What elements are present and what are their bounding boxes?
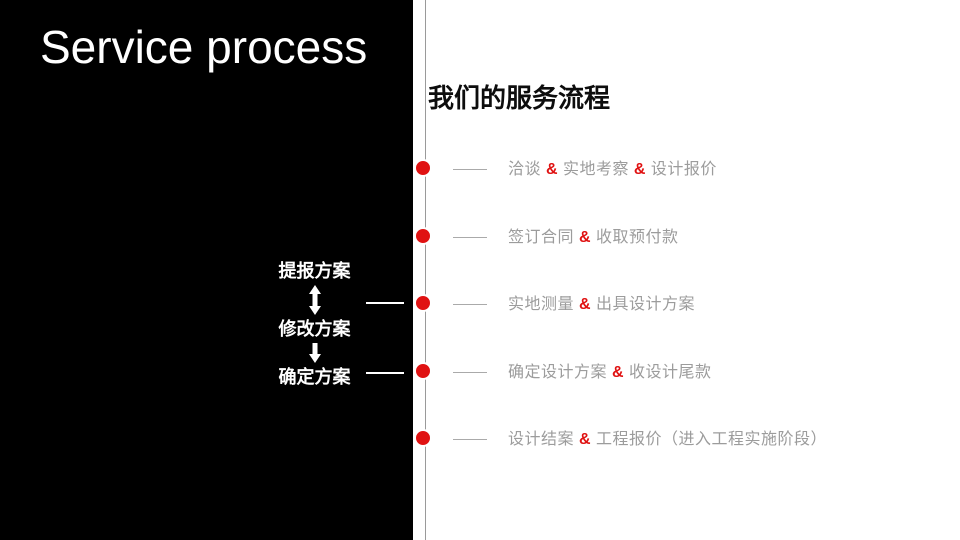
timeline-dot bbox=[414, 429, 432, 447]
timeline-item-text: 洽谈 & 实地考察 & 设计报价 bbox=[508, 161, 717, 178]
tick-line bbox=[453, 439, 487, 440]
tick-line bbox=[453, 372, 487, 373]
timeline-item: 实地测量 & 出具设计方案 bbox=[0, 293, 960, 317]
slide-title-en: Service process bbox=[40, 21, 368, 73]
timeline-dot bbox=[414, 294, 432, 312]
timeline-dot bbox=[414, 159, 432, 177]
tick-line bbox=[453, 169, 487, 170]
connector-line-step4 bbox=[366, 372, 404, 374]
timeline-item-text: 设计结案 & 工程报价（进入工程实施阶段） bbox=[508, 431, 827, 448]
timeline-item: 设计结案 & 工程报价（进入工程实施阶段） bbox=[0, 428, 960, 452]
tick-line bbox=[453, 237, 487, 238]
down-arrow-icon bbox=[308, 343, 321, 363]
tick-line bbox=[453, 304, 487, 305]
timeline-item-text: 签订合同 & 收取预付款 bbox=[508, 229, 679, 246]
timeline-dot bbox=[414, 227, 432, 245]
timeline-dot bbox=[414, 362, 432, 380]
timeline-item-text: 确定设计方案 & 收设计尾款 bbox=[508, 364, 712, 381]
connector-line-step3 bbox=[366, 302, 404, 304]
side-flow-label-1: 提报方案 bbox=[278, 261, 351, 281]
heading-cn: 我们的服务流程 bbox=[428, 83, 611, 113]
timeline-item: 签订合同 & 收取预付款 bbox=[0, 226, 960, 250]
timeline-item: 确定设计方案 & 收设计尾款 bbox=[0, 361, 960, 385]
double-vertical-arrow-icon bbox=[308, 285, 321, 315]
side-flow-label-3: 确定方案 bbox=[278, 367, 351, 387]
timeline-item: 洽谈 & 实地考察 & 设计报价 bbox=[0, 158, 960, 182]
timeline-vertical-line bbox=[425, 0, 426, 540]
timeline-item-text: 实地测量 & 出具设计方案 bbox=[508, 296, 695, 313]
left-black-panel: Service process 提报方案 修改方案 确定方案 bbox=[0, 0, 413, 540]
side-flow-label-2: 修改方案 bbox=[278, 319, 351, 339]
side-flow: 提报方案 修改方案 确定方案 bbox=[252, 260, 377, 388]
